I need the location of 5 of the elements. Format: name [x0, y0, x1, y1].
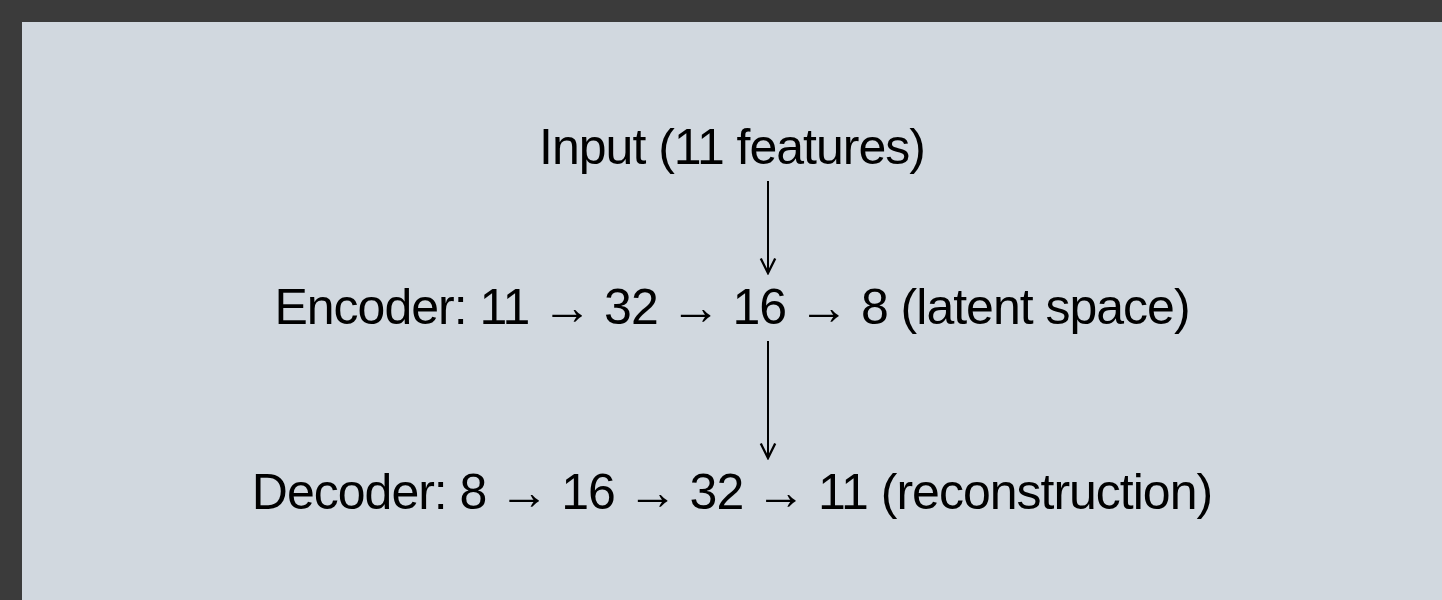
- text-label: Input (11 features): [22, 117, 1442, 177]
- text-label: Encoder: 11 → 32 → 16 → 8 (latent space): [22, 277, 1442, 337]
- down-arrow: [759, 340, 777, 460]
- text-label: Decoder: 8 → 16 → 32 → 11 (reconstruction): [22, 462, 1442, 522]
- down-arrow: [759, 180, 777, 275]
